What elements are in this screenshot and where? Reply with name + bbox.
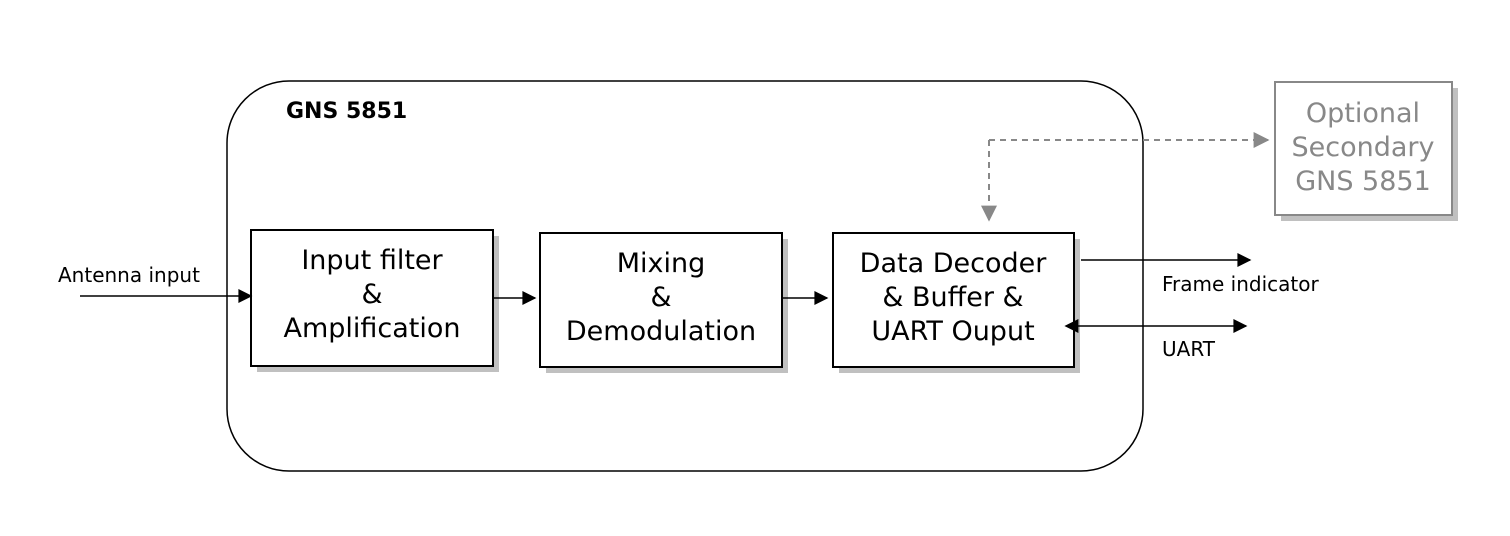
frame-indicator-label: Frame indicator	[1162, 272, 1319, 296]
block2-line-3: Demodulation	[566, 316, 756, 347]
block1-line-3: Amplification	[283, 313, 460, 344]
block1-line-1: Input filter	[301, 245, 443, 276]
optional-line-2: Secondary	[1292, 132, 1435, 163]
optional-secondary-block: Optional Secondary GNS 5851	[1274, 81, 1458, 221]
block3-line-3: UART Ouput	[871, 316, 1034, 347]
optional-line-3: GNS 5851	[1295, 166, 1431, 197]
block3-line-2: & Buffer &	[882, 282, 1023, 313]
antenna-input-label: Antenna input	[58, 263, 200, 287]
uart-label: UART	[1162, 337, 1216, 361]
block2-line-1: Mixing	[617, 248, 706, 279]
data-decoder-block: Data Decoder & Buffer & UART Ouput	[832, 232, 1080, 373]
module-title: GNS 5851	[286, 99, 407, 124]
block1-line-2: &	[361, 279, 382, 310]
mixing-block: Mixing & Demodulation	[539, 232, 788, 373]
optional-line-1: Optional	[1306, 98, 1420, 129]
block2-line-2: &	[650, 282, 671, 313]
input-filter-block: Input filter & Amplification	[250, 229, 499, 372]
gns-module-container	[226, 80, 1144, 472]
block3-line-1: Data Decoder	[860, 248, 1048, 279]
